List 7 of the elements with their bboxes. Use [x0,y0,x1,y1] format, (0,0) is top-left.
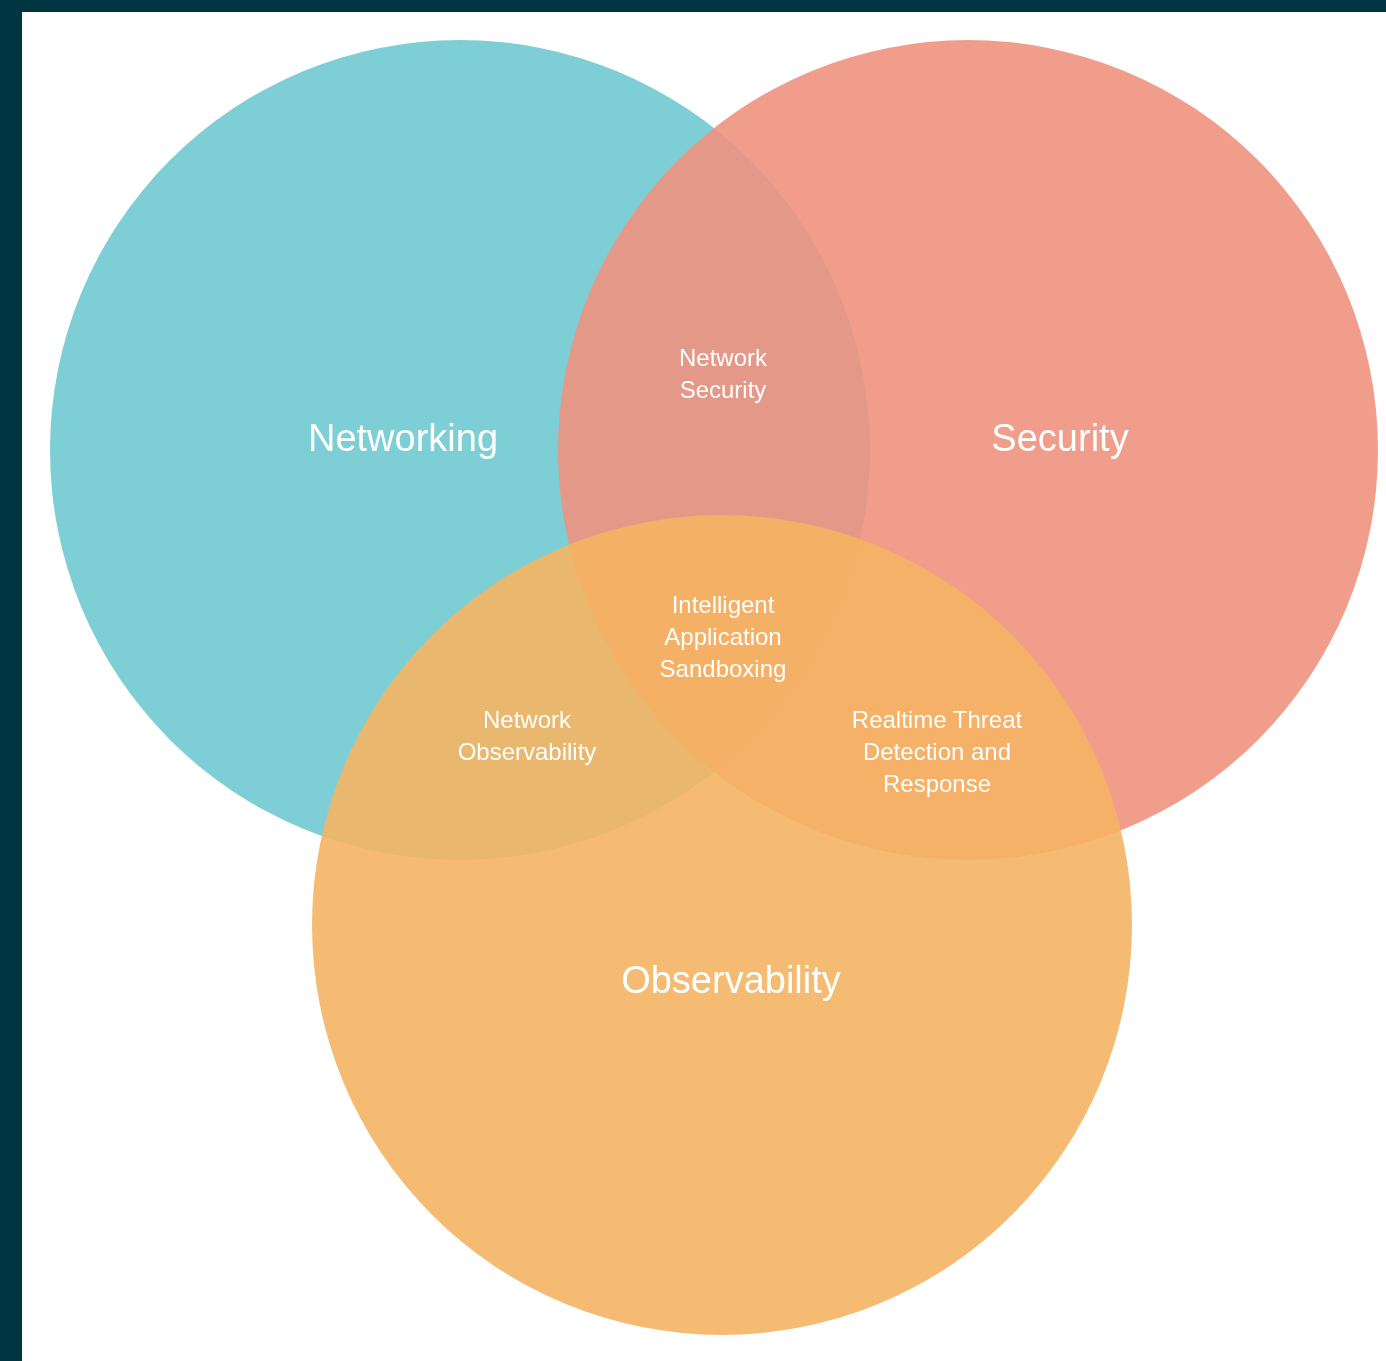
set-label: Observability [621,958,841,1002]
set-label: Networking [307,416,499,460]
overlap-label: Realtime Threat Detection and Response [850,705,1024,799]
overlap-label: Network Observability [456,705,598,767]
overlap-label: Intelligent Application Sandboxing [658,590,788,684]
overlap-label: Network Security [678,343,768,405]
set-label: Security [991,416,1129,460]
